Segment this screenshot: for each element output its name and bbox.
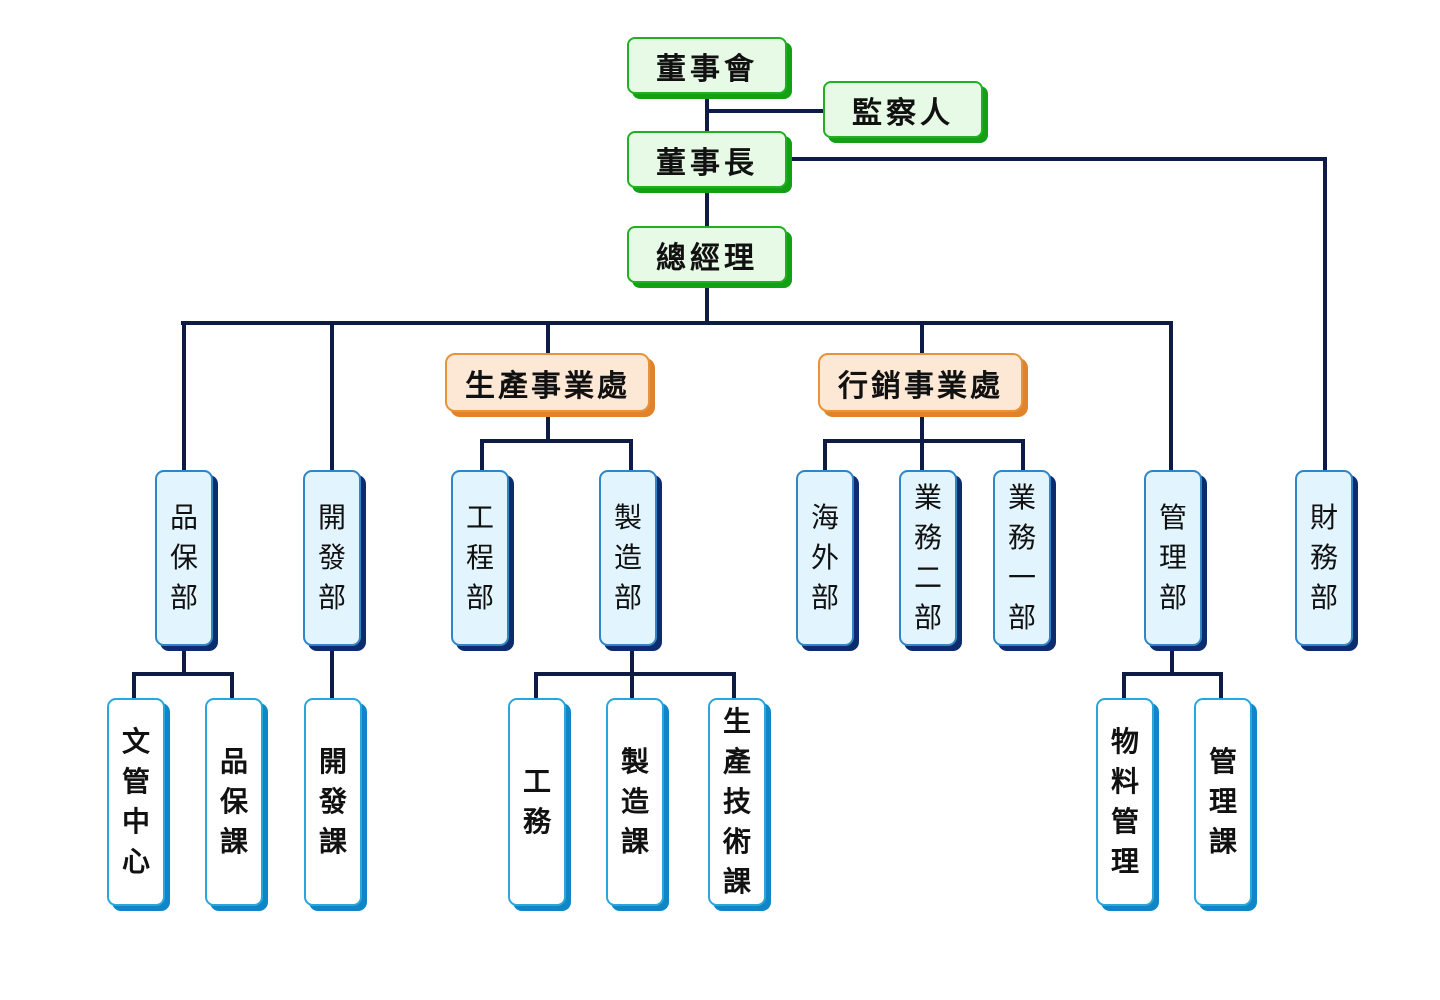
- node-admin-dept-label: 管理部: [1158, 501, 1187, 614]
- node-board-label: 董事會: [656, 51, 758, 87]
- node-engineering-affairs-label: 工務: [522, 765, 551, 838]
- node-manufacturing-dept: 製造部: [599, 470, 657, 646]
- node-manufacturing-dept-label: 製造部: [613, 501, 642, 614]
- node-qa-dept-label: 品保部: [169, 501, 198, 614]
- node-overseas-dept-label: 海外部: [810, 501, 839, 614]
- node-dev-section: 開發課: [304, 698, 362, 906]
- node-doc-center-label: 文管中心: [121, 725, 150, 878]
- node-supervisor: 監察人: [823, 81, 983, 138]
- node-general-manager: 總經理: [627, 226, 787, 283]
- connector-chairman-finance: [785, 157, 1327, 474]
- node-marketing-division: 行銷事業處: [818, 353, 1023, 412]
- node-sales2-dept-label: 業務二部: [913, 481, 942, 634]
- node-admin-dept: 管理部: [1144, 470, 1202, 646]
- node-admin-section-label: 管理課: [1208, 745, 1237, 858]
- node-chairman-label: 董事長: [656, 145, 758, 181]
- node-production-tech-section-label: 生產技術課: [722, 705, 751, 898]
- node-supervisor-label: 監察人: [852, 95, 954, 131]
- node-dev-dept-label: 開發部: [317, 501, 346, 614]
- node-sales1-dept: 業務一部: [993, 470, 1051, 646]
- connector-manufacturing-bus: [534, 672, 736, 702]
- connector-admin-bus: [1122, 672, 1223, 702]
- node-overseas-dept: 海外部: [796, 470, 854, 646]
- node-qa-section-label: 品保課: [219, 745, 248, 858]
- node-qa-dept: 品保部: [155, 470, 213, 646]
- node-chairman: 董事長: [627, 131, 787, 188]
- node-doc-center: 文管中心: [107, 698, 165, 906]
- connector-qa-bus: [132, 672, 234, 702]
- node-engineering-dept: 工程部: [451, 470, 509, 646]
- node-manufacturing-section-label: 製造課: [620, 745, 649, 858]
- node-board: 董事會: [627, 37, 787, 94]
- node-finance-dept-label: 財務部: [1309, 501, 1338, 614]
- node-production-division-label: 生產事業處: [465, 368, 630, 404]
- node-general-manager-label: 總經理: [656, 240, 758, 276]
- node-marketing-division-label: 行銷事業處: [838, 368, 1003, 404]
- connector-production-bus: [480, 439, 633, 474]
- node-finance-dept: 財務部: [1295, 470, 1353, 646]
- connector-marketing-bus: [823, 439, 1025, 474]
- node-sales2-dept: 業務二部: [899, 470, 957, 646]
- node-admin-section: 管理課: [1194, 698, 1252, 906]
- node-qa-section: 品保課: [205, 698, 263, 906]
- node-production-tech-section: 生產技術課: [708, 698, 766, 906]
- node-material-management-label: 物料管理: [1110, 725, 1139, 878]
- node-manufacturing-section: 製造課: [606, 698, 664, 906]
- node-dev-dept: 開發部: [303, 470, 361, 646]
- node-engineering-affairs: 工務: [508, 698, 566, 906]
- node-sales1-dept-label: 業務一部: [1007, 481, 1036, 634]
- node-material-management: 物料管理: [1096, 698, 1154, 906]
- node-dev-section-label: 開發課: [318, 745, 347, 858]
- node-engineering-dept-label: 工程部: [465, 501, 494, 614]
- node-production-division: 生產事業處: [445, 353, 650, 412]
